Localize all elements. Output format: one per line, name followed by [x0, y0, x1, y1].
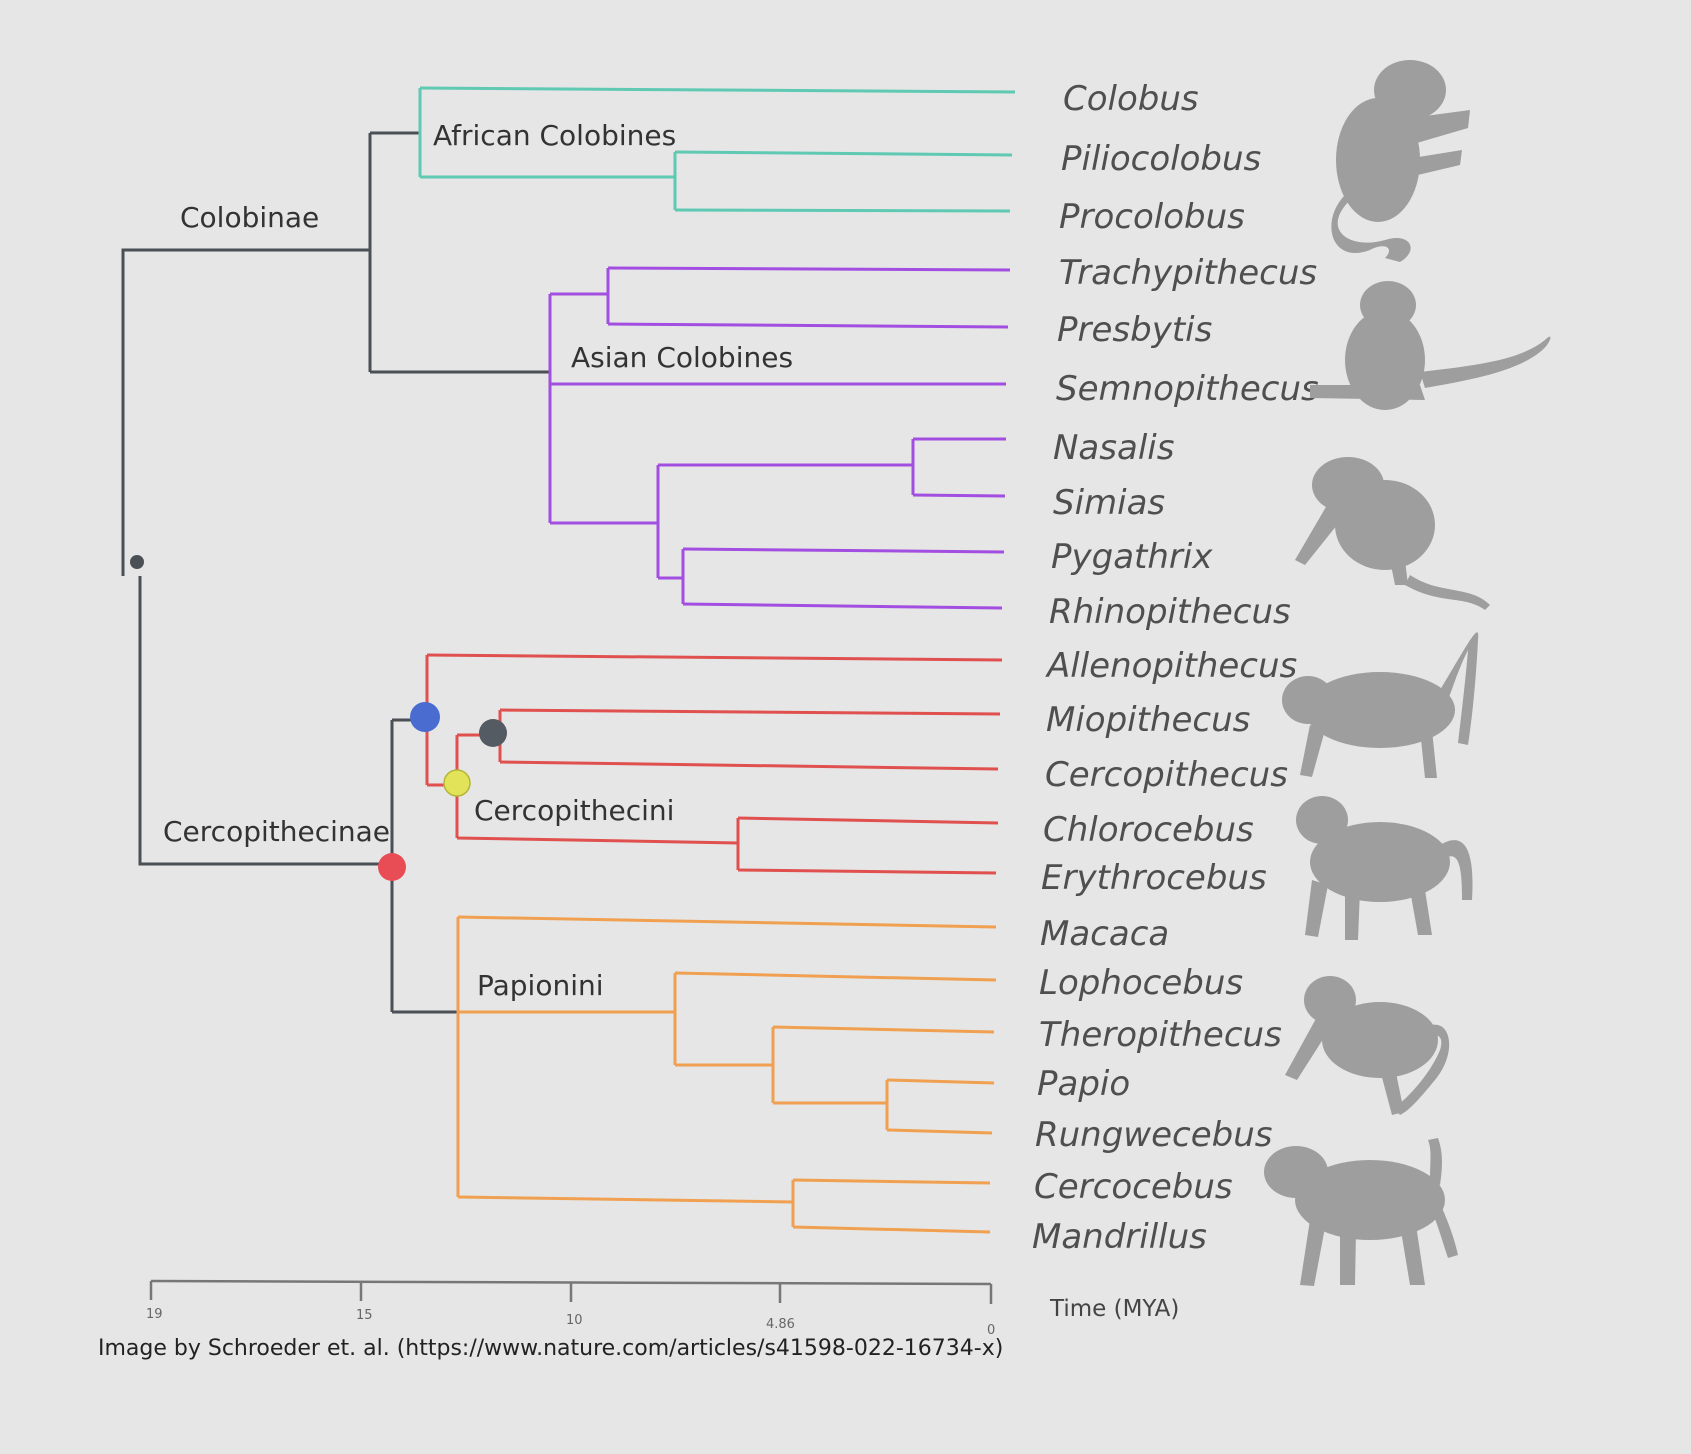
tick-label: 15 — [356, 1308, 373, 1323]
taxon-label: Erythrocebus — [1041, 858, 1267, 898]
time-axis — [149, 1279, 993, 1304]
yellow-node-marker — [443, 769, 471, 797]
root-colobinae-branch — [121, 248, 370, 576]
colobus-silhouette-icon — [1331, 60, 1470, 262]
taxon-label: Presbytis — [1057, 310, 1212, 350]
baboon-silhouette-icon — [1264, 1138, 1458, 1286]
cercopithecini-branches — [425, 653, 1003, 875]
vervet-silhouette-icon — [1296, 796, 1473, 940]
blue-node-marker — [410, 702, 440, 732]
clade-label-asian-colobines: Asian Colobines — [571, 341, 793, 374]
tick-label: 4.86 — [766, 1317, 795, 1332]
taxon-label: Piliocolobus — [1061, 139, 1261, 179]
taxon-label: Chlorocebus — [1043, 810, 1254, 850]
tick-label: 19 — [146, 1307, 163, 1322]
taxon-label: Nasalis — [1053, 428, 1174, 468]
taxon-label: Colobus — [1063, 79, 1199, 119]
taxon-label: Miopithecus — [1046, 700, 1250, 740]
taxon-label: Simias — [1053, 483, 1165, 523]
image-caption: Image by Schroeder et. al. (https://www.… — [98, 1336, 1003, 1361]
langur-silhouette-icon — [1310, 281, 1551, 410]
clade-label-papionini: Papionini — [477, 969, 604, 1002]
macaque-silhouette-icon — [1285, 976, 1450, 1115]
taxon-label: Theropithecus — [1039, 1015, 1282, 1055]
guenon-silhouette-icon — [1282, 632, 1479, 778]
taxon-label: Macaca — [1040, 914, 1169, 954]
taxon-label: Cercocebus — [1034, 1167, 1233, 1207]
taxon-label: Trachypithecus — [1059, 253, 1317, 293]
clade-label-colobinae: Colobinae — [180, 201, 319, 234]
tick-label: 0 — [987, 1323, 995, 1338]
tick-label: 10 — [566, 1313, 583, 1328]
taxon-label: Procolobus — [1059, 197, 1245, 237]
taxon-label: Allenopithecus — [1045, 646, 1297, 686]
asian-colobines-branches — [548, 266, 1011, 610]
taxon-labels: Colobus Piliocolobus Procolobus Trachypi… — [1032, 79, 1319, 1257]
taxon-label: Rhinopithecus — [1049, 592, 1291, 632]
axis-title: Time (MYA) — [1049, 1296, 1179, 1322]
taxon-label: Cercopithecus — [1045, 755, 1288, 795]
clade-label-cercopithecinae: Cercopithecinae — [163, 815, 390, 848]
taxon-label: Lophocebus — [1039, 963, 1243, 1003]
taxon-label: Semnopithecus — [1056, 369, 1319, 409]
papionini-branches — [456, 915, 997, 1234]
root-node-dot — [130, 555, 144, 569]
red-node-marker — [378, 853, 406, 881]
clade-label-cercopithecini: Cercopithecini — [474, 794, 674, 827]
taxon-label: Pygathrix — [1051, 537, 1213, 577]
gray-node-marker — [479, 719, 507, 747]
clade-label-african-colobines: African Colobines — [433, 119, 676, 152]
taxon-label: Mandrillus — [1032, 1217, 1207, 1257]
taxon-label: Rungwecebus — [1035, 1115, 1273, 1155]
root-cercopithecinae-branch — [138, 576, 392, 866]
taxon-label: Papio — [1037, 1064, 1130, 1104]
snub-nosed-monkey-silhouette-icon — [1295, 457, 1490, 610]
african-colobines-branches — [418, 86, 1016, 213]
backbone-branches — [121, 131, 550, 1014]
